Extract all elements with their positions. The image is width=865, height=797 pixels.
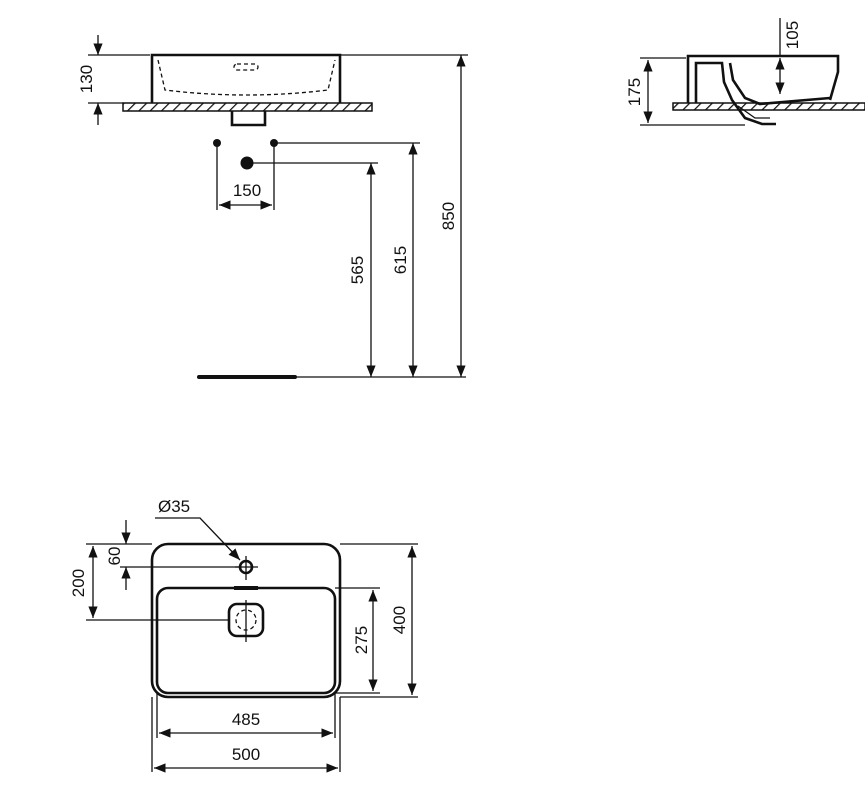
front-view: 130 150 565 615 850 bbox=[77, 35, 468, 379]
dim-tap-hole: Ø35 bbox=[158, 497, 190, 516]
side-basin-outline bbox=[686, 54, 840, 103]
dim-485: 485 bbox=[232, 710, 260, 729]
dim-175: 175 bbox=[625, 78, 644, 106]
basin-outline bbox=[150, 53, 342, 103]
dim-850: 850 bbox=[439, 202, 458, 230]
dim-105: 105 bbox=[783, 21, 802, 49]
dim-150: 150 bbox=[233, 181, 261, 200]
dim-130: 130 bbox=[77, 65, 96, 93]
overflow-slot bbox=[233, 63, 259, 71]
basin-inner-hidden bbox=[157, 59, 336, 96]
dim-275: 275 bbox=[352, 626, 371, 654]
plan-view: Ø35 60 200 275 400 485 500 bbox=[69, 497, 418, 773]
dim-615: 615 bbox=[391, 246, 410, 274]
side-view: 175 105 bbox=[625, 18, 865, 126]
dim-60: 60 bbox=[105, 547, 124, 566]
waste-outlet bbox=[230, 111, 267, 127]
dim-200: 200 bbox=[69, 569, 88, 597]
dim-400: 400 bbox=[390, 606, 409, 634]
countertop bbox=[122, 102, 373, 112]
dim-565: 565 bbox=[348, 256, 367, 284]
dim-500: 500 bbox=[232, 745, 260, 764]
